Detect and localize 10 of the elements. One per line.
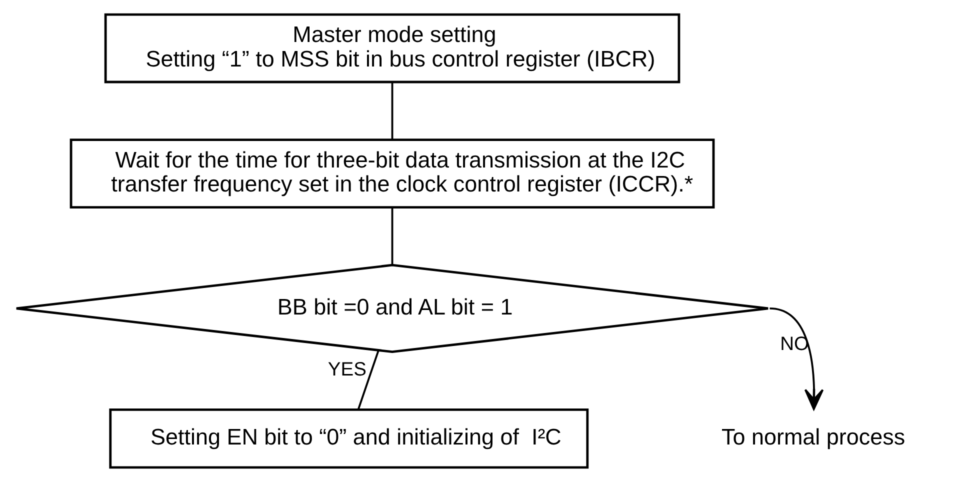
node-text: To normal process bbox=[722, 424, 906, 450]
connector bbox=[391, 208, 394, 265]
arrow bbox=[770, 308, 824, 410]
node-box: Master mode setting Setting “1” to MSS bit in bus control register (IBCR) bbox=[104, 13, 680, 84]
node-box: Setting EN bit to “0” and initializing of I²C bbox=[109, 408, 589, 469]
edge-label: YES bbox=[328, 359, 366, 380]
node-diamond: BB bit =0 and AL bit = 1 bbox=[15, 264, 770, 354]
connector bbox=[391, 82, 394, 140]
node-box: Wait for the time for three-bit data transmission at the I2C transfer frequency set in the clock control register (ICCR).* bbox=[70, 138, 715, 208]
connector bbox=[357, 350, 380, 410]
